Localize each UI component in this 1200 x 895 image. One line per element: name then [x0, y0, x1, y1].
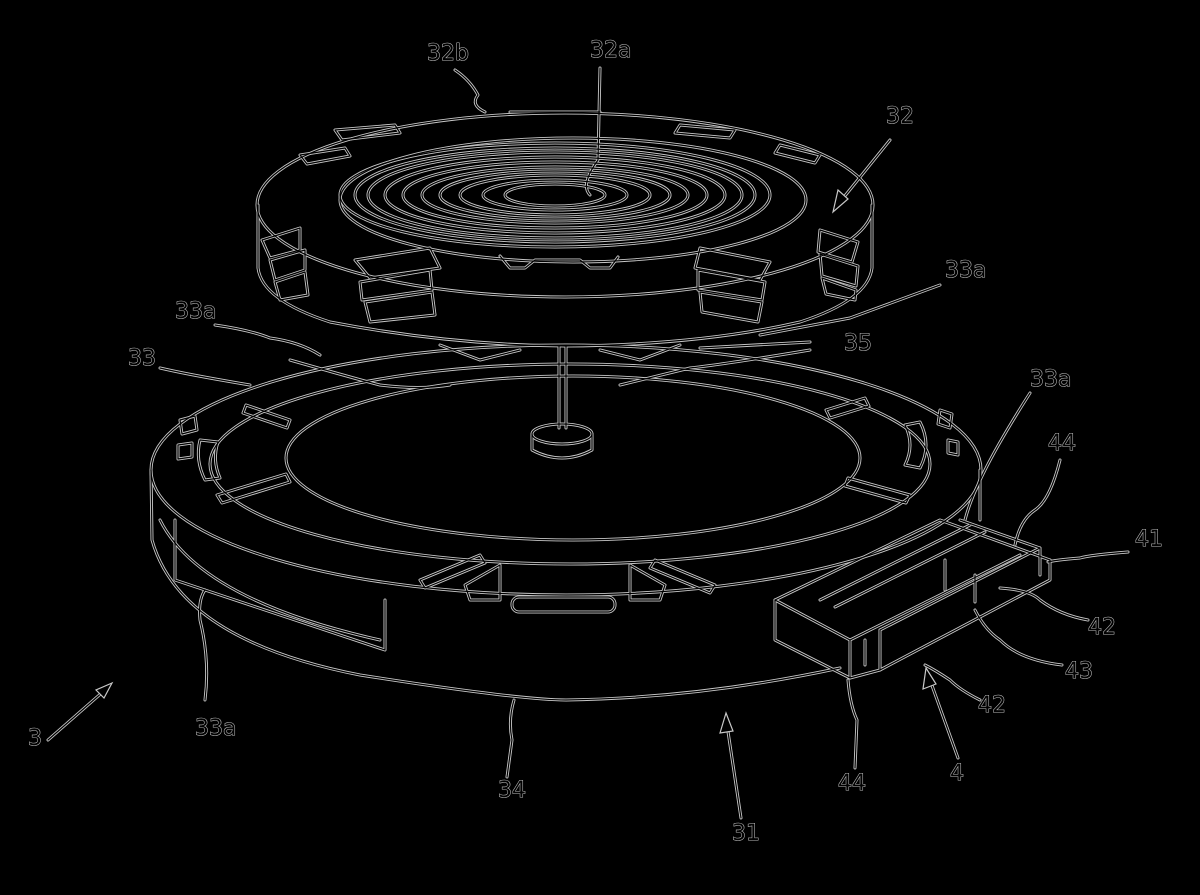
label-43: 43: [1065, 659, 1093, 684]
label-42-upper: 42: [1088, 615, 1116, 640]
arrow-icon: [94, 681, 114, 699]
arrow-icon: [922, 666, 937, 690]
label-35: 35: [844, 331, 872, 356]
label-31: 31: [732, 821, 760, 846]
label-34: 34: [498, 778, 526, 803]
label-33a-upper-right: 33a: [945, 258, 986, 283]
arrow-icon: [719, 711, 734, 734]
label-33a-lower-left: 33a: [195, 716, 236, 741]
arrow-icon: [832, 188, 849, 214]
label-44-upper: 44: [1048, 431, 1076, 456]
label-3: 3: [28, 726, 42, 751]
label-32a: 32a: [590, 38, 631, 63]
arrowheads: [94, 188, 937, 734]
label-33: 33: [128, 346, 156, 371]
label-44-lower: 44: [838, 771, 866, 796]
label-32: 32: [886, 104, 914, 129]
label-4: 4: [950, 761, 964, 786]
label-32b: 32b: [427, 41, 469, 66]
label-41: 41: [1135, 527, 1163, 552]
reference-labels: 32b 32a 32 33a 33a 33 35 33a 44 41 42 43…: [27, 37, 1163, 846]
label-33a-right: 33a: [1030, 367, 1071, 392]
label-42-lower: 42: [978, 693, 1006, 718]
label-33a-upper-left: 33a: [175, 299, 216, 324]
